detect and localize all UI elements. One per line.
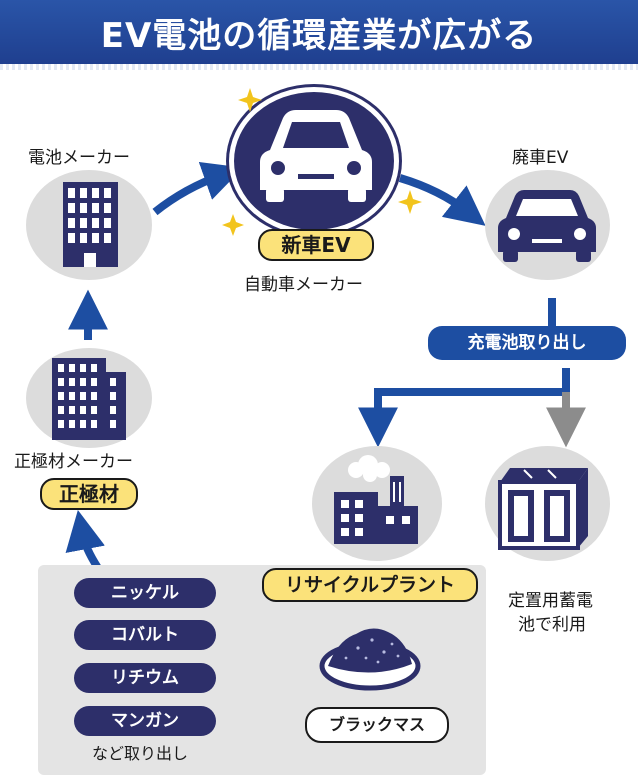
new-ev-badge: 新車EV (258, 229, 374, 261)
battery-maker-label: 電池メーカー (28, 148, 130, 168)
page-title: EV電池の循環産業が広がる (100, 16, 538, 56)
cathode-badge: 正極材 (40, 478, 138, 510)
metal-pill-manganese: マンガン (74, 706, 216, 736)
arrow-to-recycle (358, 368, 570, 448)
metal-pill-cobalt: コバルト (74, 620, 216, 650)
metal-pill-nickel: ニッケル (74, 578, 216, 608)
scrapped-ev-label: 廃車EV (512, 148, 569, 168)
header-bar (0, 0, 638, 70)
cathode-maker-label: 正極材メーカー (14, 452, 133, 472)
blackmass-label: ブラックマス (305, 707, 449, 743)
metal-pill-lithium: リチウム (74, 663, 216, 693)
recycle-plant-badge: リサイクルプラント (262, 568, 478, 602)
arrow-newev-to-scrapped (398, 174, 486, 226)
extract-badge: 充電池取り出し (428, 326, 626, 360)
arrow-battery-to-newev (152, 161, 244, 216)
metals-note: など取り出し (92, 744, 189, 763)
storage-label-line2: 池で利用 (518, 615, 586, 635)
arrow-metals-to-cathode (65, 509, 105, 571)
auto-maker-label: 自動車メーカー (244, 275, 363, 295)
storage-label-line1: 定置用蓄電 (508, 591, 593, 611)
